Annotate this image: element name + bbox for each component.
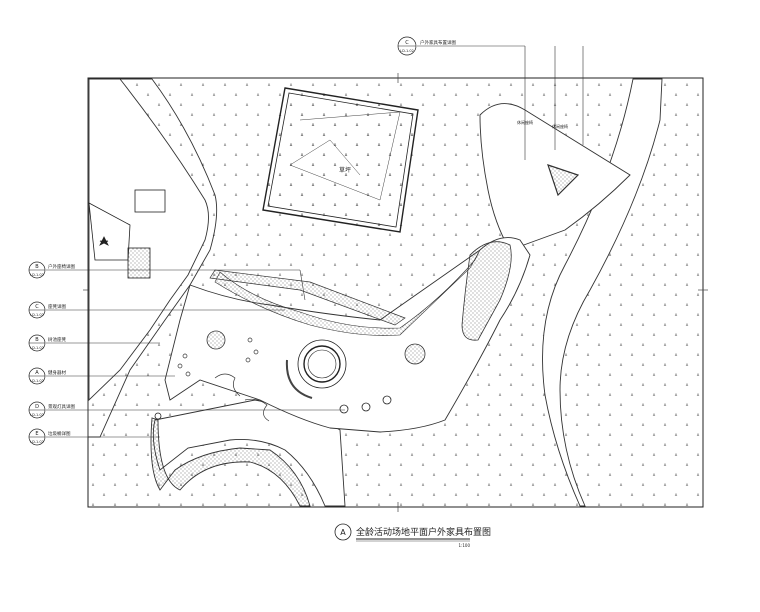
callout-sheet: LD-1.02: [30, 346, 44, 350]
callout-letter: C: [35, 304, 39, 310]
svg-text:LD-1.02: LD-1.02: [400, 49, 414, 53]
callout-tag: E LD-1.02 垃圾桶详图: [28, 428, 71, 446]
svg-text:户外家具布置详图: 户外家具布置详图: [420, 39, 456, 46]
svg-text:休闲座椅: 休闲座椅: [552, 123, 568, 129]
callout-letter: E: [35, 431, 38, 437]
callout-letter: B: [35, 337, 39, 343]
callout-label: 户外座椅详图: [48, 263, 75, 270]
callout-label: 垃圾桶详图: [48, 430, 71, 437]
callout-tag: A LD-1.02 健身器材: [28, 367, 66, 385]
tree-pits: [206, 330, 426, 365]
callout-tag: B LD-1.02 户外座椅详图: [28, 261, 75, 279]
callout-letter: D: [35, 404, 39, 410]
callout-tag: C LD-1.02 座凳详图: [28, 301, 66, 319]
callout-sheet: LD-1.02: [30, 273, 44, 277]
callout-label: 景观灯具详图: [48, 403, 75, 410]
drawing-title-block: A 全龄活动场地平面户外家具布置图 1:100: [334, 523, 491, 548]
svg-text:C: C: [405, 40, 409, 46]
svg-text:休闲座椅: 休闲座椅: [517, 119, 533, 125]
callout-label: 树池座凳: [48, 336, 66, 343]
callout-label: 座凳详图: [48, 303, 66, 310]
scale-note: 1:100: [458, 543, 470, 548]
planting-bed-east: [461, 241, 512, 341]
callout-sheet: LD-1.02: [30, 379, 44, 383]
callout-tags: BLD-1.02户外座椅详图CLD-1.02座凳详图BLD-1.02树池座凳AL…: [28, 261, 75, 446]
callout-tag: B LD-1.02 树池座凳: [28, 334, 66, 352]
callout-tag: D LD-1.02 景观灯具详图: [28, 401, 75, 419]
callout-label: 健身器材: [48, 369, 66, 376]
lawn-center-label: 草坪: [339, 166, 351, 174]
planting-strip-curve: [214, 249, 481, 336]
callout-top: C LD-1.02 户外家具布置详图: [397, 36, 456, 56]
callout-sheet: LD-1.02: [30, 313, 44, 317]
callout-sheet: LD-1.02: [30, 440, 44, 444]
circular-feature: [285, 339, 347, 399]
bollards: [154, 395, 392, 420]
title-marker: A: [340, 528, 346, 537]
callout-leaders: [46, 45, 584, 438]
callout-letter: A: [35, 370, 39, 376]
central-plaza: [164, 237, 531, 433]
drawing-title: 全龄活动场地平面户外家具布置图: [356, 526, 491, 538]
callout-letter: B: [35, 264, 39, 270]
building-west: [88, 189, 166, 279]
triangle-planter: [547, 164, 580, 197]
fitness-equipment: [177, 337, 270, 422]
callout-sheet: LD-1.02: [30, 413, 44, 417]
lawn-square: 草坪: [262, 87, 419, 233]
plan-labels: 休闲座椅 休闲座椅: [517, 119, 568, 129]
